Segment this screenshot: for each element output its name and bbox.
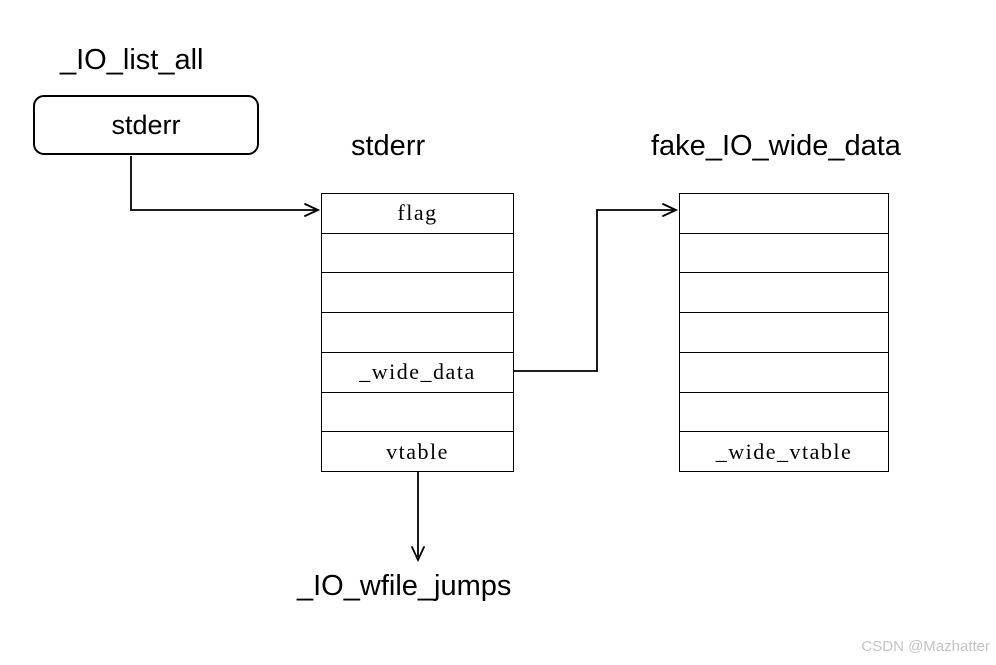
arrow-list-all-to-stderr [130,156,316,211]
io-list-all-pointer-box: stderr [33,95,259,155]
stderr-field-3 [322,272,513,312]
stderr-field-vtable: vtable [322,431,513,471]
arrowhead-wfile-jumps [411,546,425,563]
arrowhead-stderr [304,203,321,217]
fake-wide-data-title: fake_IO_wide_data [651,130,901,162]
fake-wide-data-struct: _wide_vtable [679,193,889,472]
io-wfile-jumps-label: _IO_wfile_jumps [297,570,512,602]
fake-field-2 [680,232,888,273]
stderr-struct-title: stderr [351,130,426,162]
fake-field-wide-vtable: _wide_vtable [680,431,888,471]
stderr-field-wide-data: _wide_data [322,351,513,392]
stderr-field-4 [322,312,513,352]
io-list-all-title: _IO_list_all [60,44,204,76]
stderr-field-6 [322,391,513,432]
fake-field-3 [680,272,888,312]
fake-field-1 [680,194,888,233]
arrowhead-fake [662,203,679,217]
stderr-field-2 [322,232,513,273]
fake-field-6 [680,391,888,432]
io-list-all-pointer-value: stderr [111,109,181,140]
watermark: CSDN @Mazhatter [861,638,990,655]
fake-field-4 [680,312,888,352]
stderr-struct: flag _wide_data vtable [321,193,514,472]
fake-field-5 [680,351,888,392]
arrow-wide-data-to-fake [514,209,674,372]
stderr-field-flag: flag [397,200,438,226]
